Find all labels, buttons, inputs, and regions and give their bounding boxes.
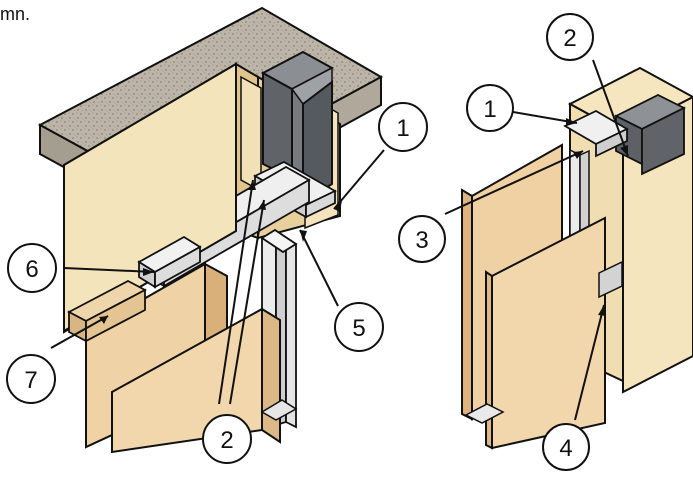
arrowhead-7-left xyxy=(99,316,108,324)
right-top-track-front xyxy=(595,127,628,158)
arrowhead-5-left xyxy=(300,230,307,242)
callout-2-right: 2 xyxy=(546,13,594,61)
leader-2b-left xyxy=(229,199,265,405)
callouts-right: 1 2 3 4 xyxy=(398,13,594,471)
callout-5-left: 5 xyxy=(334,302,384,352)
vertical-stud-cap xyxy=(260,228,298,254)
right-front-panel-edge xyxy=(485,270,493,450)
leader-7-left xyxy=(50,315,109,349)
arrowhead-6-left xyxy=(143,268,154,276)
callout-arrowheads xyxy=(99,118,628,324)
left-assembly xyxy=(37,6,384,454)
callout-1-left: 1 xyxy=(378,102,428,152)
callout-6-left-label: 6 xyxy=(25,256,38,283)
leader-4-right xyxy=(574,304,605,421)
callout-7-left-label: 7 xyxy=(24,367,37,394)
lower-plywood-right xyxy=(261,307,281,444)
callout-4-right: 4 xyxy=(542,423,590,471)
small-block-front xyxy=(154,245,201,289)
vertical-stud-right-flange xyxy=(285,237,297,429)
arrowhead-2-right xyxy=(620,145,628,156)
callout-3-right-label: 3 xyxy=(415,227,428,254)
right-middle-strip xyxy=(598,260,623,299)
callout-1-right-label: 1 xyxy=(483,96,496,123)
callouts-left: 1 5 6 7 2 xyxy=(6,102,428,464)
callout-2-right-label: 2 xyxy=(563,25,576,52)
callout-3-right: 3 xyxy=(398,215,446,263)
right-assembly xyxy=(461,66,693,450)
leader-6-left xyxy=(63,267,155,273)
top-track-end xyxy=(305,189,336,219)
steel-column-left-web xyxy=(262,71,293,180)
callout-2-left-label: 2 xyxy=(220,427,233,454)
arrowhead-1-left xyxy=(334,200,342,212)
arrowhead-3-right xyxy=(573,151,583,159)
callout-1-right: 1 xyxy=(466,84,514,132)
callout-7-left: 7 xyxy=(6,354,56,404)
strip-board-side xyxy=(85,288,146,343)
arrowhead-1-right xyxy=(566,118,577,126)
leader-3-right xyxy=(444,150,584,215)
callout-2-left: 2 xyxy=(202,414,252,464)
right-bottom-track xyxy=(464,403,505,424)
leader-5-left xyxy=(299,229,339,307)
right-large-panel-edge xyxy=(461,188,473,421)
callout-leaders xyxy=(50,59,629,421)
arrowhead-2b-left xyxy=(258,200,266,210)
leader-2-right xyxy=(592,59,629,157)
caption-fragment: mn. xyxy=(0,4,31,24)
leader-1-left xyxy=(333,149,385,210)
arrowhead-4-right xyxy=(598,305,606,316)
bottom-stud-track xyxy=(260,399,298,421)
leader-2a-left xyxy=(218,179,254,405)
right-steel-face xyxy=(641,106,685,176)
leader-1-right xyxy=(506,110,578,124)
callout-6-left: 6 xyxy=(7,243,57,293)
callout-5-left-label: 5 xyxy=(352,315,365,342)
side-board-left xyxy=(63,62,237,333)
steel-column-face xyxy=(302,79,333,205)
callout-1-left-label: 1 xyxy=(396,115,409,142)
arrowhead-2a-left xyxy=(248,180,256,190)
callout-4-right-label: 4 xyxy=(559,435,572,462)
